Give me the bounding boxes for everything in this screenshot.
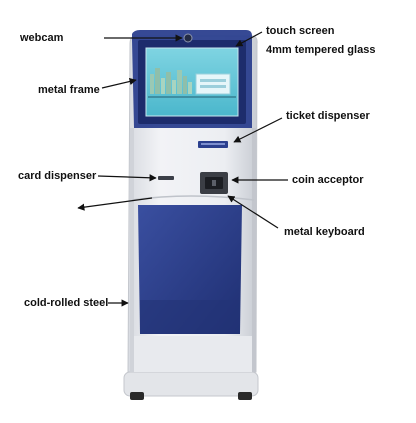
label-coin-acceptor: coin acceptor <box>292 174 364 186</box>
kiosk-base <box>123 371 259 400</box>
arrow-touch-screen <box>235 31 263 47</box>
arrow-shelf <box>77 197 153 211</box>
label-metal-frame: metal frame <box>38 84 100 96</box>
label-cold-rolled-steel: cold-rolled steel <box>24 297 109 309</box>
lower-door-panel <box>138 205 242 334</box>
arrow-card-dispenser <box>97 174 157 182</box>
ticket-dispenser-slot <box>198 141 228 148</box>
label-ticket-dispenser: ticket dispenser <box>286 110 370 122</box>
webcam-icon <box>183 33 193 43</box>
label-card-dispenser: card dispenser <box>18 170 97 182</box>
arrow-metal-frame <box>101 77 137 89</box>
label-tempered-glass: 4mm tempered glass <box>266 44 376 56</box>
coin-acceptor <box>200 172 228 194</box>
label-webcam: webcam <box>20 32 64 44</box>
label-touch-screen: touch screen <box>266 25 335 37</box>
touch-screen <box>138 40 246 124</box>
arrow-metal-keyboard <box>227 195 279 229</box>
card-dispenser-slot <box>158 176 174 180</box>
arrow-ticket-dispenser <box>233 117 283 143</box>
label-metal-keyboard: metal keyboard <box>284 226 365 238</box>
callout-arrows <box>77 31 288 307</box>
